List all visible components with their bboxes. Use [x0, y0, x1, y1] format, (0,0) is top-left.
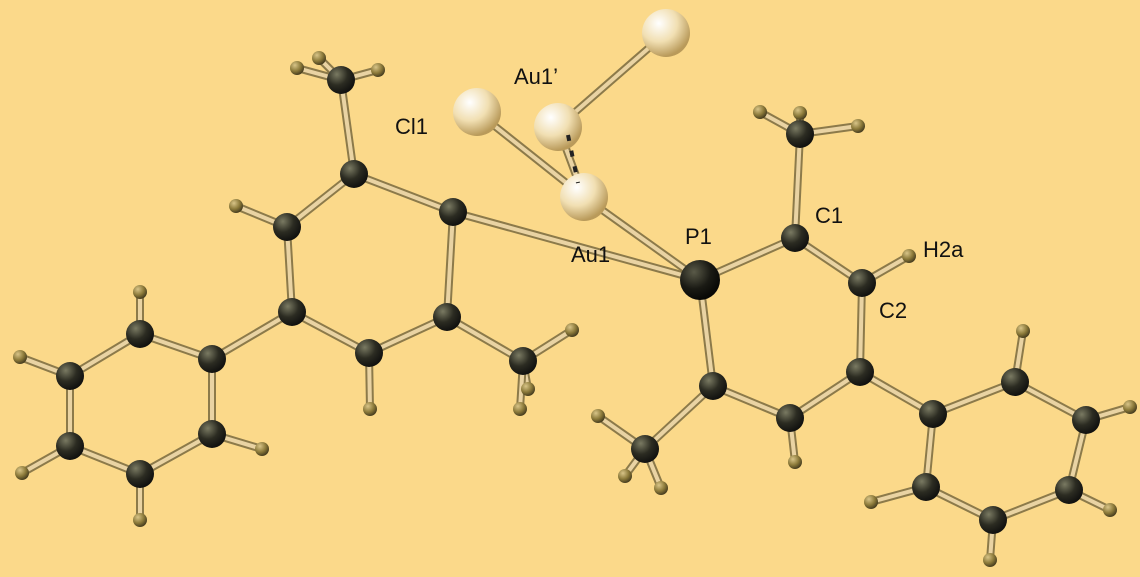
- atom-l1: [439, 198, 467, 226]
- bond-L6-L6m: [445, 315, 525, 363]
- atom-hs4: [15, 466, 29, 480]
- atom-hl6c: [513, 402, 527, 416]
- atom-hr6: [864, 495, 878, 509]
- atom-hr3: [1123, 400, 1137, 414]
- bond-L1-L2: [352, 172, 455, 214]
- atom-l6: [433, 303, 461, 331]
- atom-s4: [56, 432, 84, 460]
- atom-label-p1: P1: [685, 224, 712, 249]
- atom-layer: [13, 9, 1137, 567]
- bond-C3-R1: [858, 370, 935, 416]
- bond-C2-C3: [858, 281, 864, 374]
- atom-label-au1-prime: Au1’: [514, 64, 558, 89]
- atom-h1c: [851, 119, 865, 133]
- atom-r1: [919, 400, 947, 428]
- atom-l3: [273, 213, 301, 241]
- atom-c4: [776, 404, 804, 432]
- atom-l6m: [509, 347, 537, 375]
- bond-L4-L5: [290, 310, 371, 355]
- bond-L3-L4: [285, 225, 294, 314]
- atom-s3: [56, 362, 84, 390]
- atom-c1: [781, 224, 809, 252]
- atom-cl1: [453, 88, 501, 136]
- atom-hl6a: [565, 323, 579, 337]
- atom-s2: [126, 320, 154, 348]
- bond-R1-R2: [931, 380, 1017, 416]
- atom-h5c: [654, 481, 668, 495]
- atom-s5: [126, 460, 154, 488]
- atom-h4: [788, 455, 802, 469]
- atom-hs2: [133, 285, 147, 299]
- atom-r5: [979, 506, 1007, 534]
- atom-r6: [912, 473, 940, 501]
- atom-hs6: [255, 442, 269, 456]
- atom-hs3: [13, 350, 27, 364]
- atom-hl2a: [290, 61, 304, 75]
- atom-hl3: [229, 199, 243, 213]
- atom-hl5: [363, 402, 377, 416]
- atom-hr2: [1016, 324, 1030, 338]
- atom-r2: [1001, 368, 1029, 396]
- atom-s1: [198, 345, 226, 373]
- atom-r3: [1072, 406, 1100, 434]
- atom-label-c2: C2: [879, 298, 907, 323]
- bond-C5-C5m: [643, 384, 715, 451]
- atom-h1b: [793, 106, 807, 120]
- atom-h1a: [753, 105, 767, 119]
- bond-L2-L2m: [339, 78, 356, 176]
- atom-s6: [198, 420, 226, 448]
- atom-hr5: [983, 553, 997, 567]
- atom-clt: [642, 9, 690, 57]
- atom-label-cl1: Cl1: [395, 114, 428, 139]
- atom-label-au1: Au1: [571, 242, 610, 267]
- atom-hs5: [133, 513, 147, 527]
- atom-hl2c: [371, 63, 385, 77]
- bond-L2-L3: [285, 172, 356, 229]
- atom-c1m: [786, 120, 814, 148]
- atom-h5b: [618, 469, 632, 483]
- atom-label-h2a: H2a: [923, 237, 964, 262]
- bond-L5-L6: [367, 315, 449, 355]
- atom-l4: [278, 298, 306, 326]
- atom-hl6b: [521, 382, 535, 396]
- bond-C1-C1m: [793, 132, 802, 240]
- atom-hr4: [1103, 503, 1117, 517]
- atom-hl2b: [312, 51, 326, 65]
- atom-au1: [560, 173, 608, 221]
- atom-h2a: [902, 249, 916, 263]
- atom-c2: [848, 269, 876, 297]
- atom-c3: [846, 358, 874, 386]
- atom-r4: [1055, 476, 1083, 504]
- bond-L6-L1: [445, 210, 455, 319]
- atom-c5: [699, 372, 727, 400]
- atom-h5a: [591, 409, 605, 423]
- atom-c5m: [631, 435, 659, 463]
- atom-p1: [680, 260, 720, 300]
- atom-l2m: [327, 66, 355, 94]
- atom-l2: [340, 160, 368, 188]
- bond-L4-S1: [210, 310, 294, 361]
- atom-au1p: [534, 103, 582, 151]
- atom-label-c1: C1: [815, 203, 843, 228]
- bond-P1-L1: [451, 210, 702, 282]
- label-layer: Cl1 Au1’ Au1 P1 C1 C2 H2a: [395, 64, 964, 323]
- atom-l5: [355, 339, 383, 367]
